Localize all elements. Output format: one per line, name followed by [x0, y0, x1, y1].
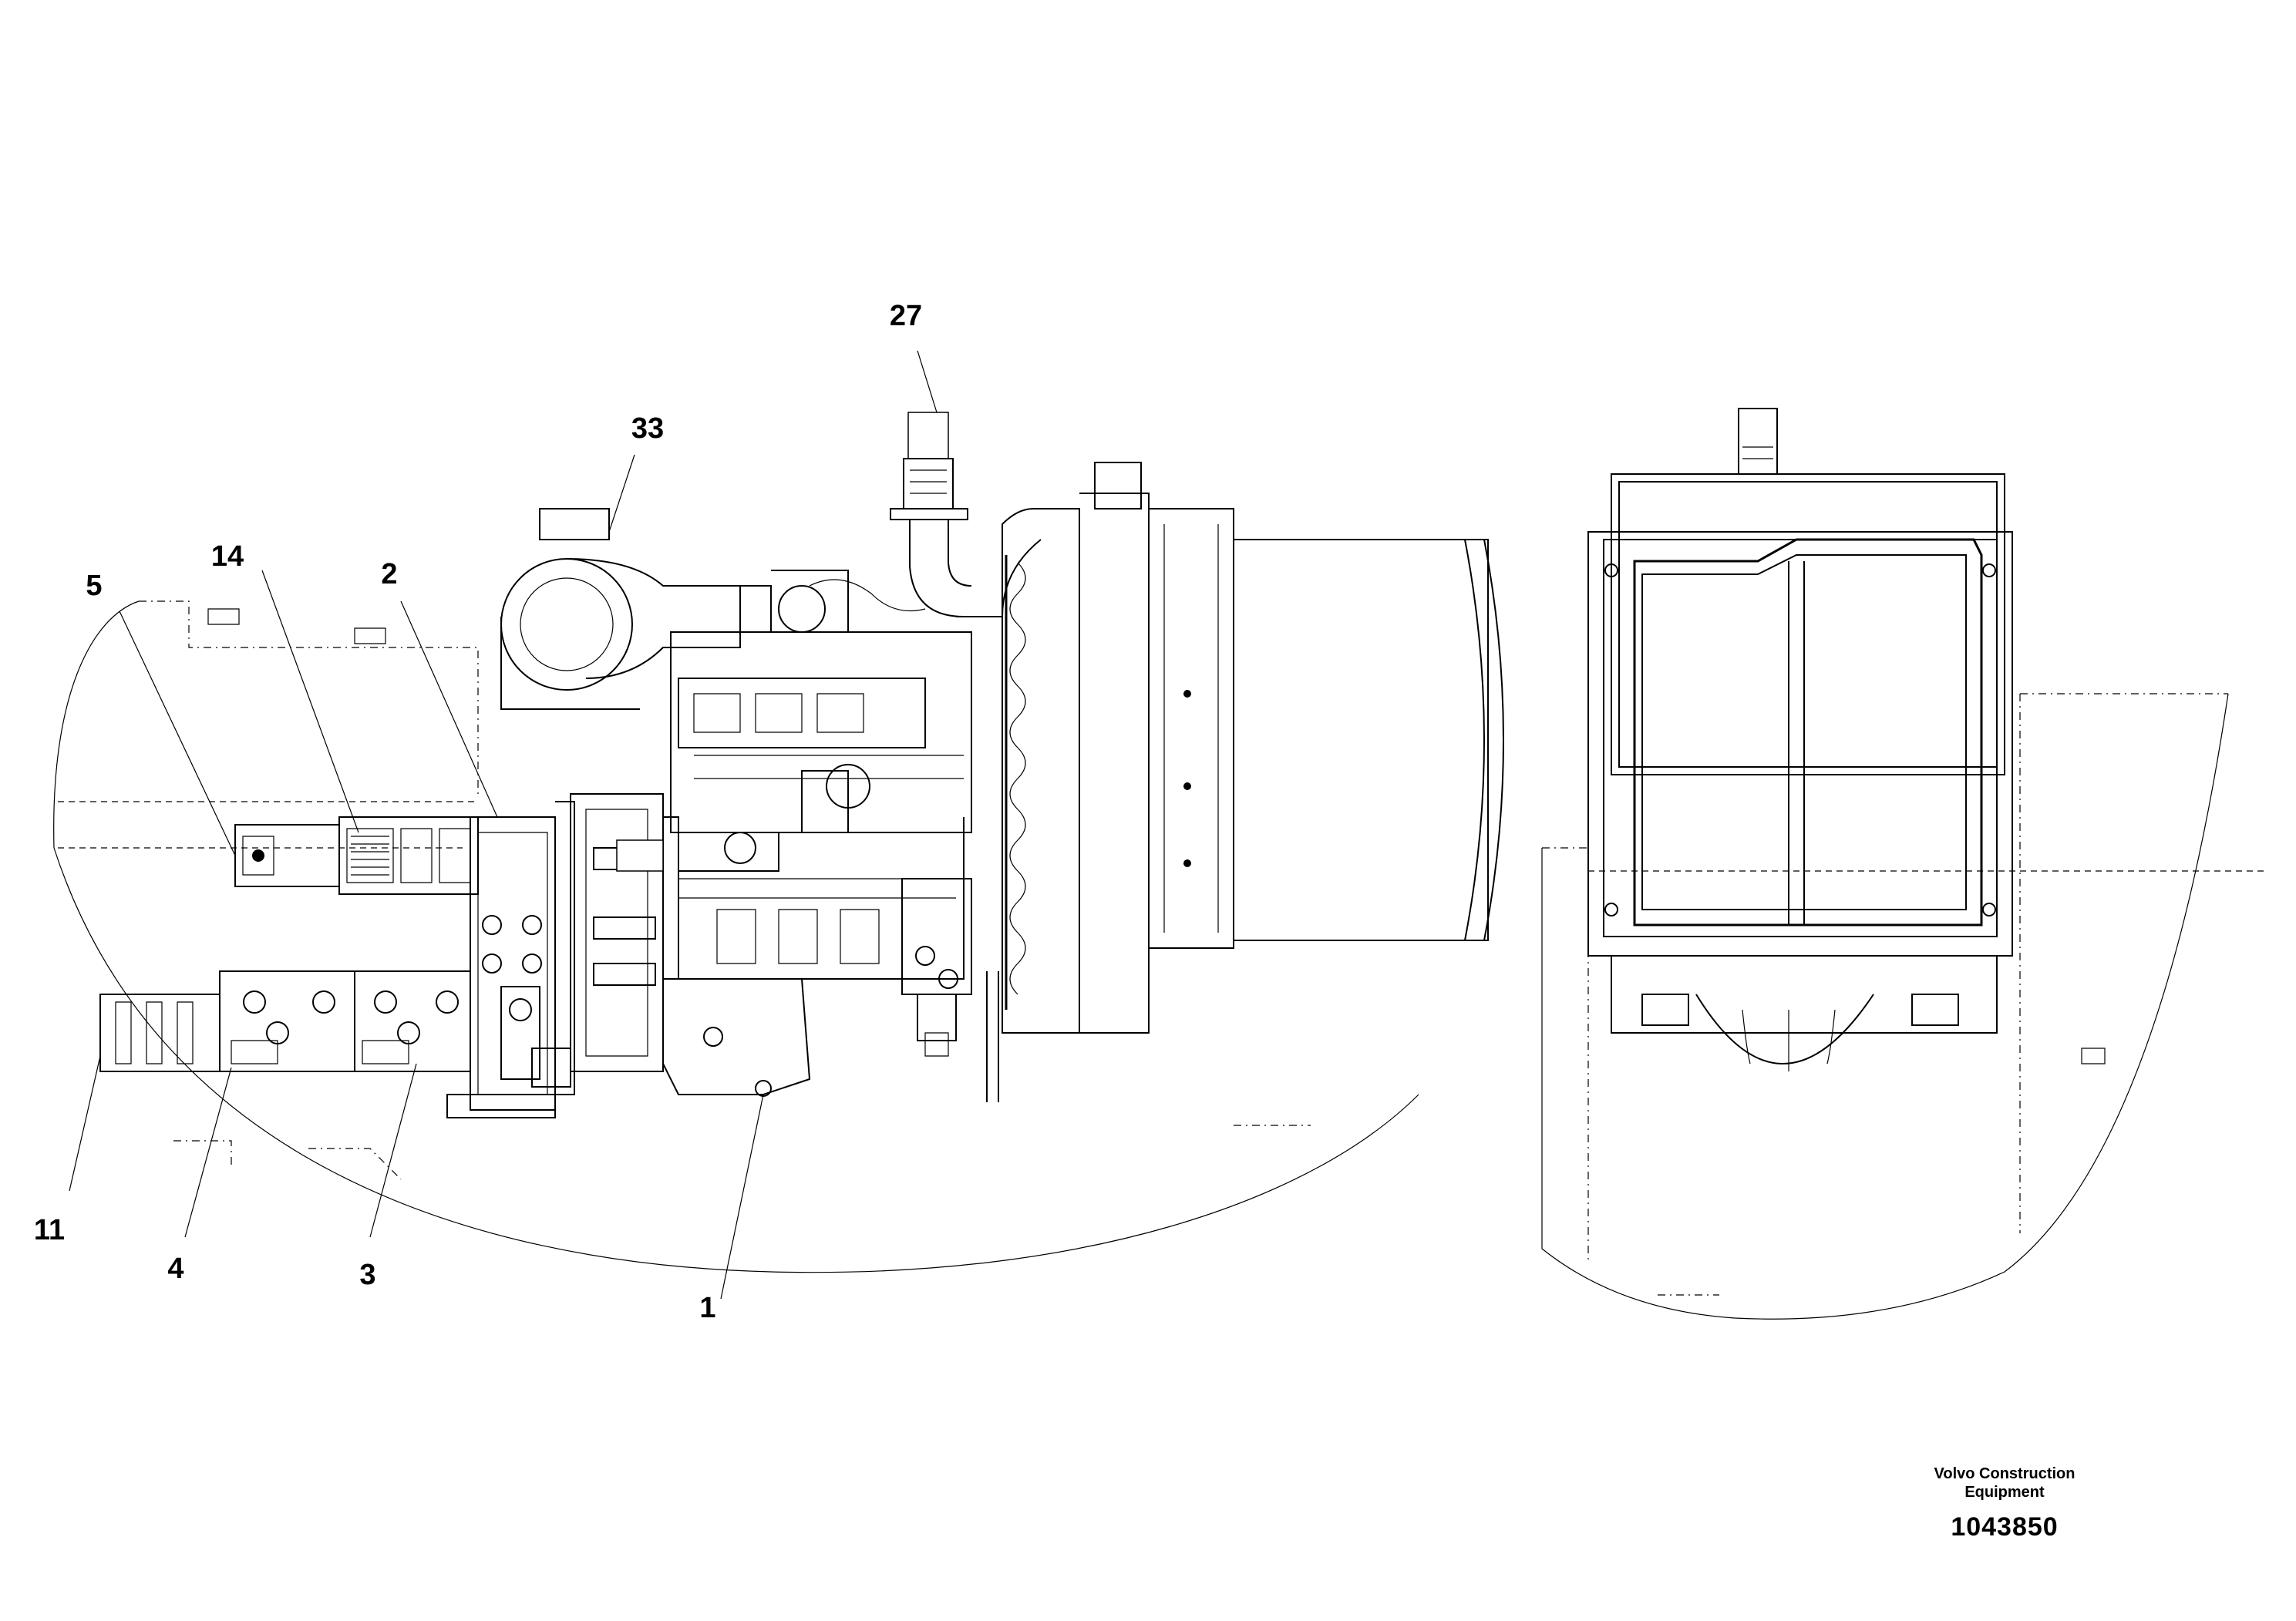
callout-27: 27: [889, 300, 923, 332]
title-block: Volvo Construction Equipment 1043850: [1873, 1465, 2136, 1542]
front-view: [1541, 408, 2267, 1320]
company-name-line1: Volvo Construction: [1934, 1465, 2075, 1482]
callout-4: 4: [167, 1253, 184, 1285]
callout-5: 5: [86, 570, 103, 602]
callout-3: 3: [359, 1259, 376, 1291]
callout-14: 14: [210, 540, 244, 573]
drawing-number: 1043850: [1951, 1512, 2059, 1542]
company-name-line2: Equipment: [1964, 1484, 2045, 1501]
leader-lines: [69, 350, 938, 1300]
callout-11: 11: [33, 1214, 66, 1246]
callout-1: 1: [699, 1292, 716, 1324]
callout-2: 2: [381, 558, 398, 590]
callout-33: 33: [631, 412, 665, 445]
side-view: [53, 412, 1504, 1273]
